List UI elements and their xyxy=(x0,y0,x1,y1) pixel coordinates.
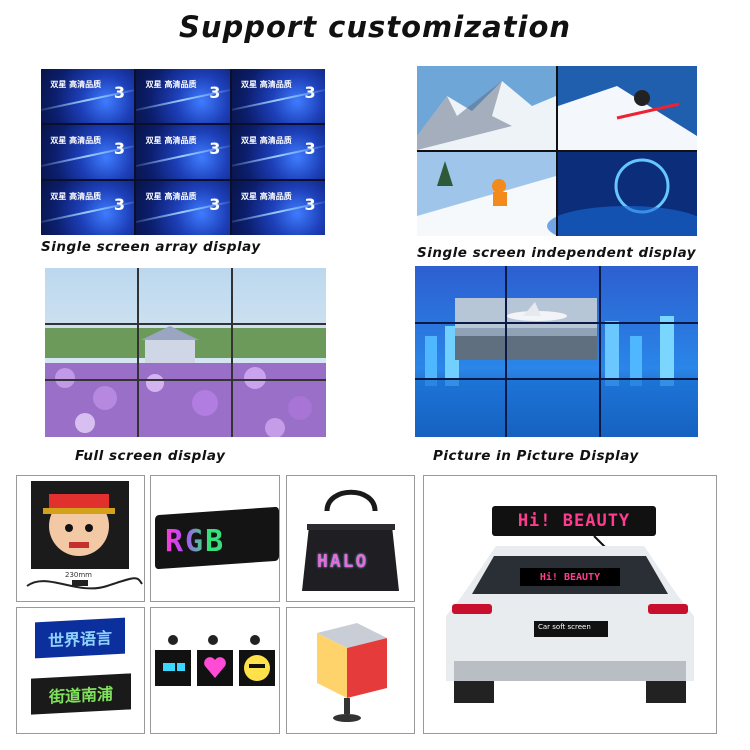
array-tile: 双星 高清品质3 xyxy=(136,125,230,179)
car-rear-sign-text: Hi! BEAUTY xyxy=(539,571,601,583)
page-title: Support customization xyxy=(178,10,572,44)
array-tile: 双星 高清品质3 xyxy=(41,181,135,235)
array-tile: 双星 高清品质3 xyxy=(231,69,325,123)
bag-led-text: HALO xyxy=(317,551,369,572)
array-tile: 双星 高清品质3 xyxy=(41,125,135,179)
independent-display-panel xyxy=(417,66,697,236)
pip-panel xyxy=(415,266,698,437)
car-top-sign-text: Hi! BEAUTY xyxy=(517,511,631,531)
array-tile: 双星 高清品质3 xyxy=(231,181,325,235)
array-tile: 双星 高清品质3 xyxy=(231,125,325,179)
array-tile: 双星 高清品质3 xyxy=(41,69,135,123)
car-product: Hi! BEAUTY Hi! BEAUTY Car soft screen xyxy=(423,475,717,734)
bag-product: HALO xyxy=(286,475,415,602)
chinese-sign-product: 世界语言 街道南浦 xyxy=(16,607,145,734)
full-screen-panel xyxy=(45,268,326,437)
array-tile: 双星 高清品质3 xyxy=(136,181,230,235)
array-display-caption: Single screen array display xyxy=(41,239,261,255)
cube-sign-product xyxy=(286,607,415,734)
cube-sign-image xyxy=(317,623,387,722)
array-display-panel: 双星 高清品质3 双星 高清品质3 双星 高清品质3 双星 高清品质3 双星 高… xyxy=(41,69,325,235)
car-top-sign: Hi! BEAUTY xyxy=(492,506,656,536)
handbag-image xyxy=(302,489,399,591)
full-screen-image xyxy=(45,268,326,437)
array-tile: 双星 高清品质3 xyxy=(136,69,230,123)
chinese-sign-green: 街道南浦 xyxy=(31,673,131,715)
rgb-strip-product: RGB xyxy=(150,475,280,602)
independent-display-image xyxy=(417,66,697,236)
car-plate-text: Car soft screen xyxy=(538,623,591,631)
chinese-sign-line1: 世界语言 xyxy=(47,628,112,651)
size-label: 230mm xyxy=(65,571,92,579)
emoji-panels-product xyxy=(150,607,280,734)
led-face-panel-image xyxy=(26,481,143,590)
pip-image xyxy=(415,266,698,437)
full-screen-caption: Full screen display xyxy=(75,448,226,464)
car-image xyxy=(446,535,694,703)
face-panel-product: 230mm xyxy=(16,475,145,602)
car-rear-sign: Hi! BEAUTY xyxy=(520,568,620,586)
chinese-sign-line2: 街道南浦 xyxy=(48,684,113,707)
rgb-strip-text: RGB xyxy=(165,524,226,559)
chinese-sign-blue: 世界语言 xyxy=(35,617,125,659)
emoji-panels-image xyxy=(155,635,275,686)
independent-display-caption: Single screen independent display xyxy=(417,245,697,261)
pip-caption: Picture in Picture Display xyxy=(433,448,639,464)
